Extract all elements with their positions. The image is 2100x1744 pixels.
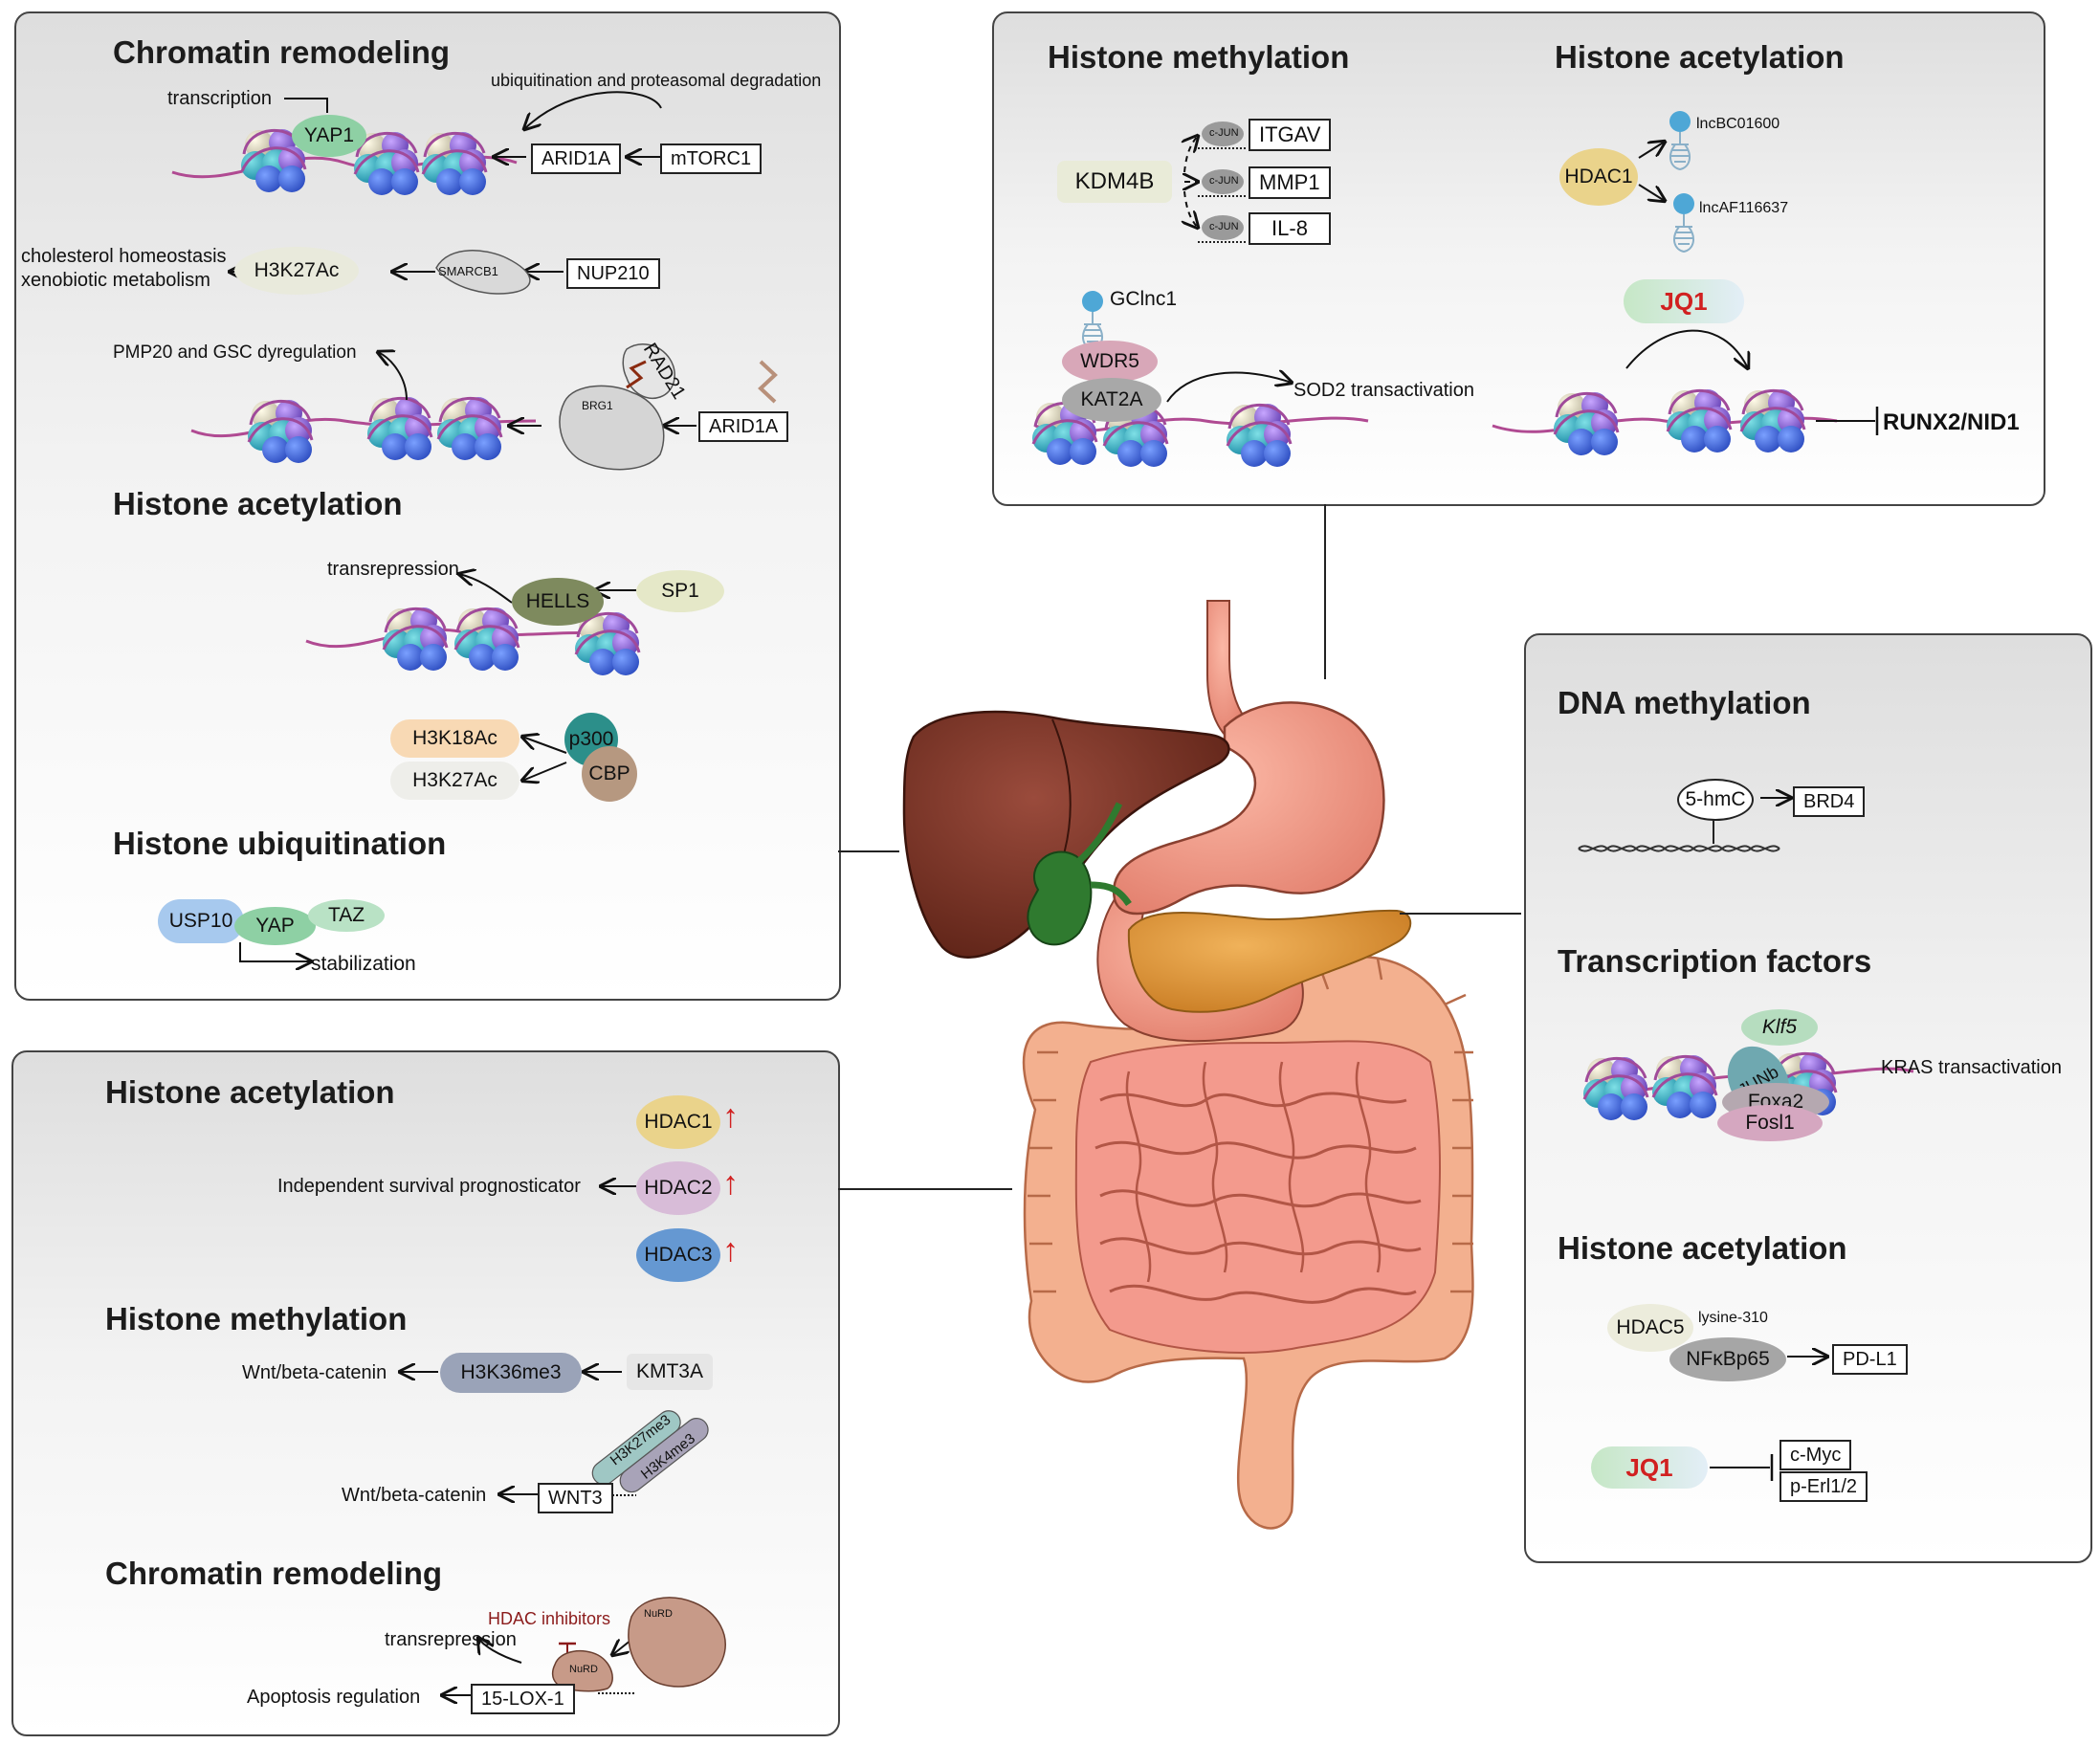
taz-pill: TAZ bbox=[308, 899, 385, 932]
tf-title: Transcription factors bbox=[1558, 943, 1872, 979]
hdac2-up-arrow: ↑ bbox=[722, 1165, 739, 1202]
stomach-acetylation-title: Histone acetylation bbox=[1555, 39, 1845, 75]
jq1-stomach-pill: JQ1 bbox=[1624, 279, 1744, 323]
mmp1-box: MMP1 bbox=[1249, 166, 1331, 199]
xenobiotic-label: xenobiotic metabolism bbox=[21, 270, 210, 291]
transrepression-label: transrepression bbox=[327, 559, 459, 580]
perl-box: p-Erl1/2 bbox=[1779, 1471, 1868, 1502]
wnt-label-1: Wnt/beta-catenin bbox=[242, 1362, 387, 1383]
liver-chromatin-title: Chromatin remodeling bbox=[113, 34, 451, 70]
kmt3a-pill: KMT3A bbox=[627, 1354, 713, 1390]
hdac-inhibitors-label: HDAC inhibitors bbox=[488, 1609, 611, 1628]
hdac3-up-arrow: ↑ bbox=[722, 1232, 739, 1269]
colon-acetylation-title: Histone acetylation bbox=[105, 1074, 395, 1110]
pmp20-label: PMP20 and GSC dyregulation bbox=[113, 342, 357, 363]
usp10-pill: USP10 bbox=[158, 899, 244, 943]
kat2a-pill: KAT2A bbox=[1062, 378, 1161, 422]
cjun-label-3: c-JUN bbox=[1209, 221, 1239, 232]
yap1-pill: YAP1 bbox=[292, 115, 366, 157]
pdl1-box: PD-L1 bbox=[1832, 1344, 1908, 1375]
hdac1-stomach-pill: HDAC1 bbox=[1559, 148, 1638, 206]
cholesterol-label: cholesterol homeostasis bbox=[21, 246, 227, 267]
h3k18ac-pill: H3K18Ac bbox=[390, 719, 519, 758]
sod2-label: SOD2 transactivation bbox=[1293, 380, 1474, 401]
nfkb-pill: NFκBp65 bbox=[1669, 1337, 1786, 1381]
gclnc1-label: GClnc1 bbox=[1110, 288, 1178, 310]
stabilization-label: stabilization bbox=[311, 953, 416, 975]
colon-methylation-title: Histone methylation bbox=[105, 1301, 408, 1336]
ubiquitination-label: ubiquitination and proteasomal degradati… bbox=[491, 71, 822, 90]
fosl1-pill: Fosl1 bbox=[1717, 1105, 1823, 1141]
hells-pill: HELLS bbox=[512, 578, 604, 626]
dna-methylation-title: DNA methylation bbox=[1558, 685, 1811, 720]
wnt-label-2: Wnt/beta-catenin bbox=[342, 1485, 487, 1506]
stomach-panel bbox=[992, 11, 2045, 506]
brd4-box: BRD4 bbox=[1793, 786, 1866, 817]
nurd-label: NuRD bbox=[569, 1664, 598, 1675]
h3k36me3-pill: H3K36me3 bbox=[440, 1353, 582, 1393]
hmc-pill: 5-hmC bbox=[1677, 779, 1754, 821]
hdac3-pill: HDAC3 bbox=[636, 1228, 720, 1282]
nup210-box: NUP210 bbox=[566, 258, 660, 289]
arid1a-box: ARID1A bbox=[531, 143, 622, 174]
cmyc-box: c-Myc bbox=[1779, 1440, 1852, 1470]
wnt3-box: WNT3 bbox=[538, 1483, 613, 1513]
jq1-pancreas-pill: JQ1 bbox=[1591, 1446, 1708, 1489]
kdm4b-pill: KDM4B bbox=[1057, 161, 1172, 203]
sp1-pill: SP1 bbox=[636, 570, 724, 612]
wdr5-pill: WDR5 bbox=[1062, 341, 1158, 383]
lnc1-label: lncBC01600 bbox=[1696, 116, 1780, 132]
survival-label: Independent survival prognosticator bbox=[277, 1176, 581, 1197]
il8-box: IL-8 bbox=[1249, 212, 1331, 245]
klf5-pill: Klf5 bbox=[1741, 1009, 1818, 1046]
itgav-box: ITGAV bbox=[1249, 119, 1332, 151]
cjun-label-2: c-JUN bbox=[1209, 175, 1239, 187]
transcription-label: transcription bbox=[167, 88, 272, 109]
yap-pill: YAP bbox=[234, 907, 316, 945]
colon-chromatin-title: Chromatin remodeling bbox=[105, 1556, 443, 1591]
apoptosis-label: Apoptosis regulation bbox=[247, 1687, 421, 1708]
arid1a-box-2: ARID1A bbox=[698, 411, 789, 442]
smarcb1-label: SMARCB1 bbox=[438, 264, 498, 278]
lysine-label: lysine-310 bbox=[1698, 1310, 1768, 1326]
hdac1-pill: HDAC1 bbox=[636, 1095, 720, 1149]
stomach-methylation-title: Histone methylation bbox=[1048, 39, 1350, 75]
hdac5-pill: HDAC5 bbox=[1607, 1304, 1693, 1352]
h3k27ac-pill-2: H3K27Ac bbox=[390, 762, 519, 800]
hdac2-pill: HDAC2 bbox=[636, 1161, 720, 1215]
kras-label: KRAS transactivation bbox=[1881, 1057, 2062, 1078]
cjun-label-1: c-JUN bbox=[1209, 127, 1239, 139]
hdac1-up-arrow: ↑ bbox=[722, 1098, 739, 1135]
liver-acetylation-title: Histone acetylation bbox=[113, 486, 403, 521]
mtorc1-box: mTORC1 bbox=[660, 143, 763, 174]
nurd-label-2: NuRD bbox=[644, 1608, 673, 1620]
cbp-pill: CBP bbox=[582, 746, 637, 802]
brg1-label: BRG1 bbox=[582, 399, 613, 412]
lnc2-label: lncAF116637 bbox=[1699, 200, 1789, 216]
pancreas-acetylation-title: Histone acetylation bbox=[1558, 1230, 1847, 1266]
colon-transrepression-label: transrepression bbox=[385, 1629, 517, 1650]
runx2-label: RUNX2/NID1 bbox=[1883, 409, 2020, 435]
lox-box: 15-LOX-1 bbox=[471, 1684, 575, 1714]
liver-ubiquitination-title: Histone ubiquitination bbox=[113, 826, 447, 861]
h3k27ac-pill: H3K27Ac bbox=[234, 247, 359, 295]
